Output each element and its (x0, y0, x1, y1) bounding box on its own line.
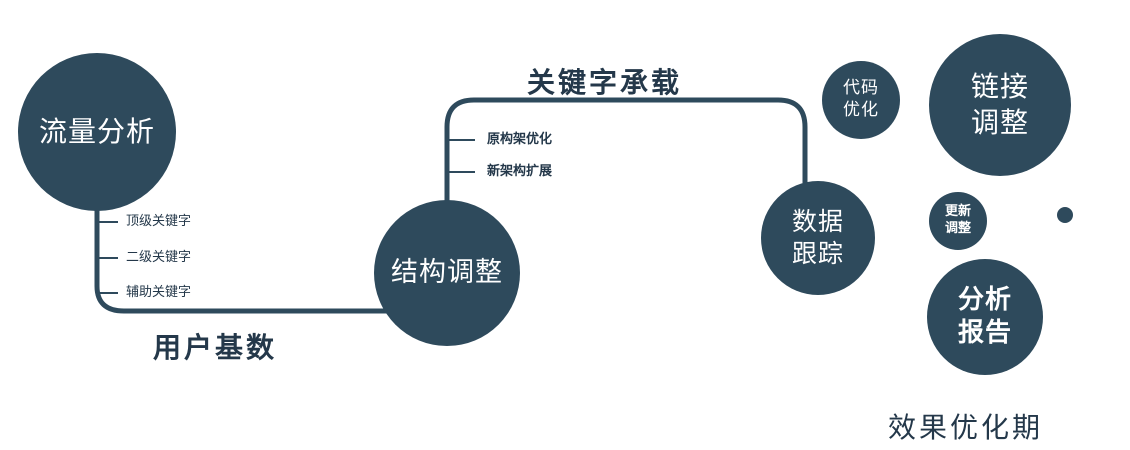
node-update-adjustment: 更新 调整 (929, 192, 987, 250)
node-structure-adjustment: 结构调整 (374, 200, 520, 346)
branch-label-top-keywords: 顶级关键字 (126, 214, 192, 229)
branch-label-new-architecture: 新架构扩展 (487, 164, 553, 179)
branch-label-secondary-keywords: 二级关键字 (126, 250, 192, 265)
node-data-tracking: 数据 跟踪 (761, 181, 875, 295)
connector-traffic-to-structure (94, 185, 390, 314)
connector-structure-to-tracking (444, 97, 808, 215)
node-traffic-analysis: 流量分析 (18, 53, 176, 211)
edge-label-keyword-carry: 关键字承载 (527, 66, 683, 99)
dot-marker (1057, 207, 1073, 223)
node-analysis-report: 分析 报告 (927, 259, 1043, 375)
branch-label-auxiliary-keywords: 辅助关键字 (126, 285, 192, 300)
branch-label-original-architecture: 原构架优化 (487, 132, 553, 147)
node-link-adjustment: 链接 调整 (929, 34, 1071, 176)
node-code-optimization: 代码 优化 (822, 61, 900, 139)
edge-label-user-base: 用户基数 (153, 331, 278, 364)
caption-effect-optimization-period: 效果优化期 (888, 411, 1044, 444)
